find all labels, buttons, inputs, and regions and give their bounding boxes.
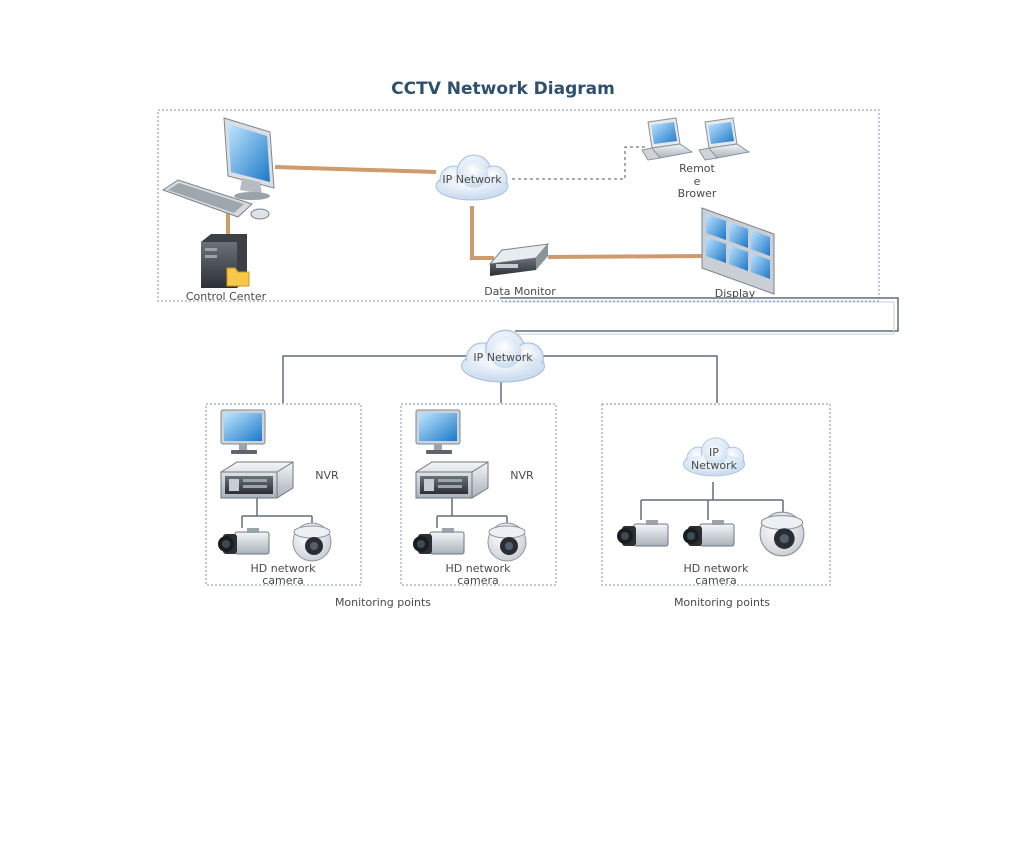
control-center-links xyxy=(226,146,705,260)
nvr-recorder-icon xyxy=(415,461,489,499)
laptop-icon xyxy=(641,117,693,161)
site-3-network-label-line-1: IP xyxy=(709,446,719,459)
site-group-2 xyxy=(400,403,557,586)
nvr-recorder-icon xyxy=(220,461,294,499)
data-monitor-label: Data Monitor xyxy=(484,285,556,298)
desktop-computer-icon xyxy=(223,117,275,200)
control-center-group xyxy=(157,109,880,302)
site-3-camera-label-line-2: camera xyxy=(695,574,737,587)
display-label: Display xyxy=(715,287,756,300)
site-1-lines xyxy=(241,498,313,528)
site-2-nvr-label: NVR xyxy=(510,469,534,482)
control-center-label: Control Center xyxy=(186,290,267,303)
desktop-computer-icon xyxy=(220,409,266,455)
desktop-computer-icon xyxy=(415,409,461,455)
server-folder-icon xyxy=(201,234,250,288)
remote-browser-label-line-3: Brower xyxy=(678,187,717,200)
monitoring-points-label-right: Monitoring points xyxy=(674,596,770,609)
site-3-network-label-line-2: Network xyxy=(691,459,738,472)
dome-camera-icon xyxy=(759,511,805,557)
box-camera-icon xyxy=(616,519,669,547)
site-2-camera-label-line-2: camera xyxy=(457,574,499,587)
site-1-camera-label-line-1: HD network xyxy=(251,562,317,575)
box-camera-icon xyxy=(682,519,735,547)
box-camera-icon xyxy=(217,527,270,555)
dome-camera-icon xyxy=(487,522,527,562)
site-group-1 xyxy=(205,403,362,586)
site-group-3 xyxy=(601,403,831,586)
site-2-lines xyxy=(436,498,508,528)
remote-browser-label-line-2: e xyxy=(694,175,701,188)
monitoring-points-label-left: Monitoring points xyxy=(335,596,431,609)
laptop-icon xyxy=(698,117,750,161)
box-camera-icon xyxy=(412,527,465,555)
site-3-camera-label-line-1: HD network xyxy=(684,562,750,575)
diagram-title: CCTV Network Diagram xyxy=(391,79,615,99)
site-3-lines xyxy=(640,482,784,520)
site-2-camera-label-line-1: HD network xyxy=(446,562,512,575)
uplink-line xyxy=(500,297,899,335)
site-1-camera-label-line-2: camera xyxy=(262,574,304,587)
site-1-nvr-label: NVR xyxy=(315,469,339,482)
video-wall-icon xyxy=(701,207,775,295)
dome-camera-icon xyxy=(292,522,332,562)
top-network-label: IP Network xyxy=(442,173,502,186)
data-monitor-icon xyxy=(488,243,550,276)
remote-browser-label-line-1: Remot xyxy=(679,162,715,175)
keyboard-icon xyxy=(161,179,270,220)
main-network-label: IP Network xyxy=(473,351,533,364)
